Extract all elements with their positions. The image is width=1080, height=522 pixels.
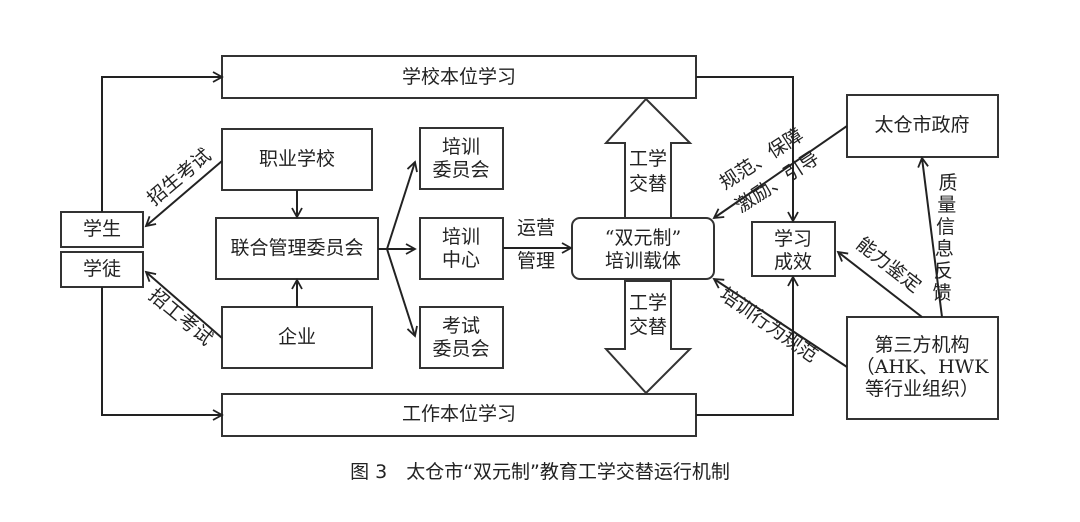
edge-label-operation-line1: 运营 (517, 217, 555, 239)
quality-feedback-char: 息 (935, 238, 954, 260)
edge-label-ability-assessment: 能力鉴定 (852, 233, 925, 297)
quality-feedback-char: 信 (936, 216, 955, 238)
node-government: 太仓市政府 (846, 94, 999, 158)
quality-feedback-char: 量 (937, 194, 956, 216)
edge-school-to-student (144, 160, 223, 228)
edge-student-to-school-learning (101, 71, 224, 212)
node-school-learning: 学校本位学习 (221, 55, 697, 99)
node-enterprise: 企业 (221, 306, 373, 369)
node-joint-committee: 联合管理委员会 (215, 217, 379, 280)
node-apprentice: 学徒 (60, 251, 144, 288)
edge-work-learning-to-outcome (696, 275, 799, 416)
edge-committee-to-exam-committee (386, 248, 418, 338)
node-dual-carrier: “双元制” 培训载体 (571, 217, 715, 280)
label: 工作本位学习 (402, 403, 516, 425)
node-training-committee: 培训 委员会 (419, 127, 504, 190)
edge-label-recruitment-exam: 招工考试 (144, 284, 216, 350)
edge-third-party-to-carrier (712, 277, 848, 368)
edge-committee-to-training-committee (386, 160, 418, 250)
label: 太仓市政府 (874, 114, 969, 136)
label-line2: 培训载体 (605, 250, 681, 272)
node-vocational-school: 职业学校 (221, 128, 373, 191)
label-line3: 等行业组织） (865, 378, 979, 400)
label-line2: 委员会 (432, 338, 489, 360)
edge-enterprise-to-apprentice (144, 270, 223, 339)
node-student: 学生 (60, 211, 144, 248)
label-line1: 培训 (442, 226, 480, 248)
label: 职业学校 (259, 148, 335, 170)
label-line1: “双元制” (605, 227, 681, 249)
figure-caption: 图 3 太仓市“双元制”教育工学交替运行机制 (350, 461, 730, 483)
edge-third-party-to-outcome (836, 250, 923, 318)
node-work-learning: 工作本位学习 (221, 393, 697, 437)
quality-feedback-char: 质 (938, 172, 957, 194)
label-lower-line2: 交替 (629, 316, 667, 338)
label-line1: 学习 (774, 228, 812, 250)
label: 联合管理委员会 (230, 237, 363, 259)
edge-government-to-carrier (712, 125, 848, 220)
label-line1: 第三方机构 (874, 334, 969, 356)
edge-school-learning-to-outcome (696, 76, 799, 223)
edge-label-training-norms: 培训行为规范 (716, 283, 822, 366)
label-upper-line1: 工学 (629, 148, 667, 170)
label-line2: 委员会 (432, 159, 489, 181)
label-lower-line1: 工学 (629, 292, 667, 314)
connectors (101, 71, 943, 421)
node-training-center: 培训 中心 (419, 217, 504, 280)
label: 学校本位学习 (402, 66, 516, 88)
edge-apprentice-to-work-learning (101, 287, 224, 421)
quality-feedback-char: 反 (934, 260, 953, 282)
edge-label-enrollment-exam: 招生考试 (143, 144, 215, 210)
label: 学徒 (83, 258, 121, 280)
label: 企业 (278, 326, 316, 348)
node-learning-outcome: 学习 成效 (751, 221, 836, 277)
edge-label-operation-line2: 管理 (517, 250, 555, 272)
label-line2: 成效 (774, 251, 812, 273)
work-study-alternation-arrow: 工学 交替 工学 交替 (603, 97, 693, 395)
label-line1: 培训 (442, 136, 480, 158)
label-line1: 考试 (442, 315, 480, 337)
label: 学生 (83, 218, 121, 240)
label-line2: （AHK、HWK (856, 356, 990, 378)
quality-feedback-char: 馈 (932, 282, 951, 304)
node-exam-committee: 考试 委员会 (419, 306, 504, 369)
node-third-party: 第三方机构 （AHK、HWK 等行业组织） (846, 316, 999, 420)
label-upper-line2: 交替 (629, 173, 667, 195)
label-line2: 中心 (442, 249, 480, 271)
edge-third-party-to-government (917, 156, 943, 318)
